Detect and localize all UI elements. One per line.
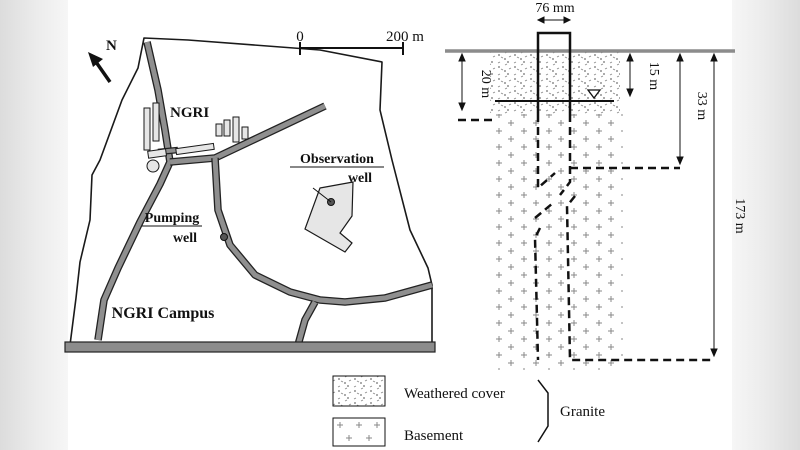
legend-weathered-label: Weathered cover <box>404 386 505 402</box>
ngri-buildings <box>143 102 249 173</box>
well-cross-section: 76 mm 20 m 15 m 33 m 173 m <box>445 1 747 370</box>
legend-granite-label: Granite <box>560 404 605 420</box>
campus-bottom-bar <box>64 341 436 353</box>
dim-173m-label: 173 m <box>732 198 747 234</box>
observation-well-label-line1: Observation <box>300 152 374 167</box>
observation-leader <box>312 187 332 203</box>
weathered-zone <box>490 52 620 114</box>
dim-33m-label: 33 m <box>694 92 709 121</box>
pumping-well-label-line1: Pumping <box>145 211 199 226</box>
scale-end-label: 200 m <box>386 29 424 45</box>
campus-label: NGRI Campus <box>112 305 215 322</box>
road-network <box>94 41 434 347</box>
dimension-lines <box>458 16 718 358</box>
well-bore-dashed <box>458 114 715 362</box>
dim-15m-label: 15 m <box>646 62 661 91</box>
diameter-label: 76 mm <box>535 1 574 16</box>
observation-building <box>304 181 354 253</box>
scale-bar <box>299 42 404 55</box>
right-background-gradient <box>732 0 800 450</box>
left-background-gradient <box>0 0 68 450</box>
legend-granite-brace <box>537 379 549 443</box>
north-label: N <box>106 38 117 54</box>
pumping-well-label-line2: well <box>173 231 197 246</box>
legend-basement-swatch <box>332 417 386 447</box>
observation-well-label-line2: well <box>348 171 372 186</box>
legend-weathered-swatch <box>332 375 386 407</box>
basement-zone <box>493 114 623 370</box>
legend: Weathered cover Basement Granite <box>332 375 605 447</box>
north-arrow-icon <box>88 52 112 84</box>
well-casing <box>536 31 572 114</box>
dim-20m-label: 20 m <box>478 70 493 99</box>
ngri-label: NGRI <box>170 105 209 121</box>
campus-map: N 0 200 m NGRI Pumping well Observation … <box>64 29 436 353</box>
pumping-well-marker <box>220 233 228 241</box>
scale-start-label: 0 <box>296 29 304 45</box>
legend-basement-label: Basement <box>404 428 464 444</box>
water-table-icon <box>586 89 602 100</box>
